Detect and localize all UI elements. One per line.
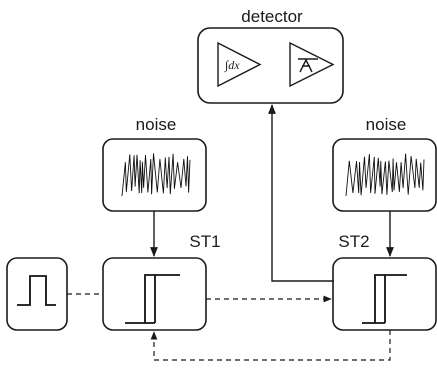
noise-left-label: noise xyxy=(136,115,177,134)
st2-hysteresis xyxy=(362,274,407,324)
st1-label: ST1 xyxy=(189,232,220,251)
comparator-symbol xyxy=(299,58,313,73)
integrator-symbol: ∫dx xyxy=(224,58,240,72)
feedback-link xyxy=(150,330,391,361)
noise-left-box xyxy=(102,138,207,212)
comparator-triangle xyxy=(289,41,335,88)
pulse-box xyxy=(6,257,68,331)
noise-right-box xyxy=(332,138,437,212)
st2-to-detector-arrow xyxy=(268,104,334,282)
pulse-signal xyxy=(17,275,56,306)
integrator-triangle: ∫dx xyxy=(217,41,262,88)
detector-label: detector xyxy=(241,7,303,26)
noise-right-signal xyxy=(345,153,425,197)
noise-left-signal xyxy=(121,153,191,197)
noise-right-label: noise xyxy=(366,115,407,134)
st1-hysteresis xyxy=(125,274,180,324)
st2-label: ST2 xyxy=(338,232,369,251)
detector-box xyxy=(197,27,344,104)
